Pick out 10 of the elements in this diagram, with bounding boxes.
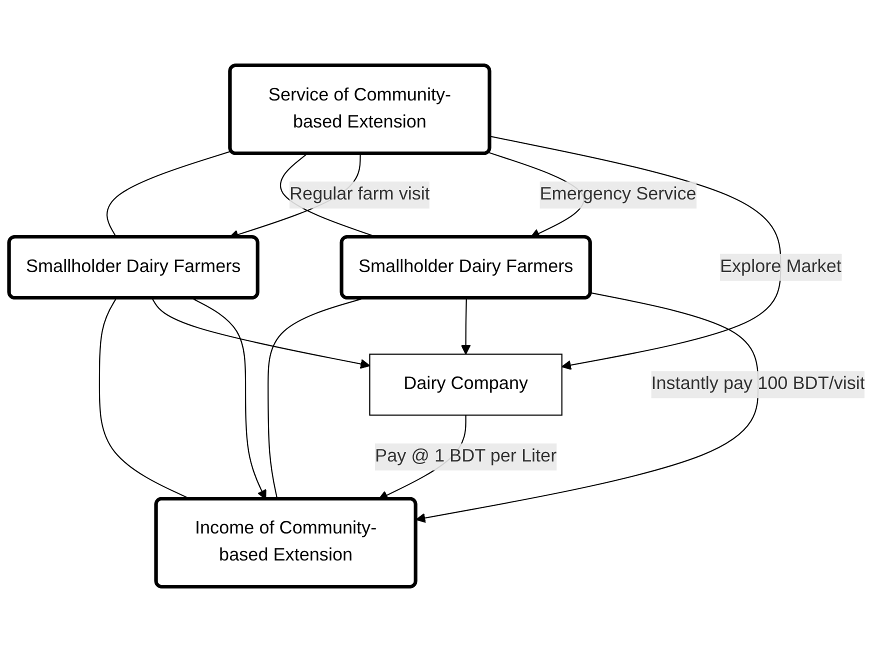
edge-label: Emergency Service <box>540 184 696 204</box>
arrow <box>416 292 759 523</box>
arrow <box>460 298 471 355</box>
arrow <box>490 136 782 370</box>
node-box: Dairy Company <box>369 354 562 416</box>
arrow <box>152 298 370 369</box>
edge-label: Regular farm visit <box>289 184 430 204</box>
edge-label: Explore Market <box>720 257 842 276</box>
edge-label: Instantly pay 100 BDT/visit <box>651 374 865 394</box>
edge-label: Pay @ 1 BDT per Liter <box>375 446 557 466</box>
